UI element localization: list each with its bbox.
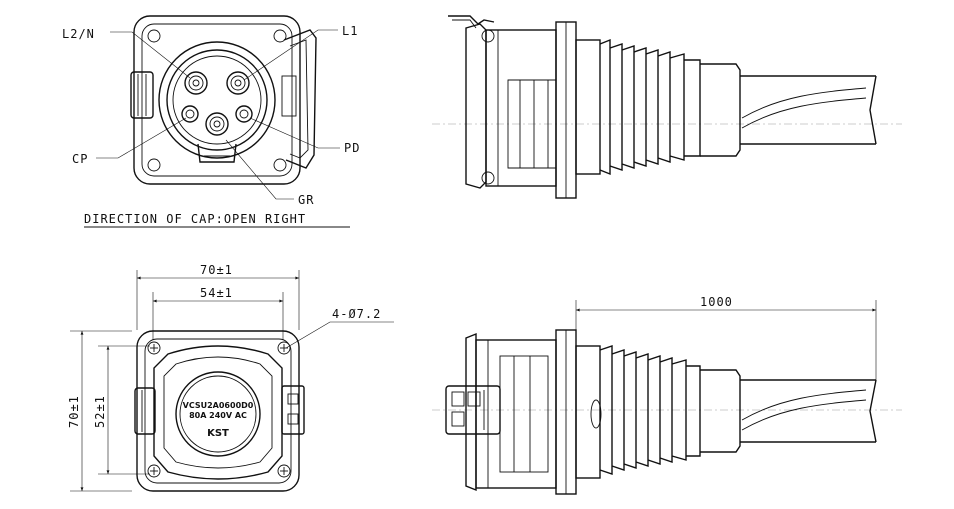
pin-gr — [205, 112, 229, 136]
pin-l2n — [184, 71, 208, 95]
label-cp: CP — [72, 152, 88, 166]
label-gr: GR — [298, 193, 314, 207]
dim-holes: 4-Ø7.2 — [332, 307, 381, 321]
cap-direction-caption: DIRECTION OF CAP:OPEN RIGHT — [84, 212, 306, 226]
pin-cp — [181, 105, 199, 123]
dim-height-inner: 52±1 — [93, 395, 107, 428]
side-view-top — [432, 15, 902, 199]
pin-l1 — [226, 71, 250, 95]
front-view: L2/N L1 CP PD GR DIRECTION OF CAP:OPEN R… — [62, 15, 360, 228]
label-l1: L1 — [342, 24, 358, 38]
pin-pd — [235, 105, 253, 123]
plate-model: VCSU2A0600D0 — [183, 401, 254, 410]
front-flange — [133, 15, 301, 185]
dim-width-inner: 54±1 — [200, 286, 233, 300]
dim-length: 1000 — [700, 295, 733, 309]
dim-width-outer: 70±1 — [200, 263, 233, 277]
dim-height-outer: 70±1 — [67, 395, 81, 428]
side-view-bottom: 1000 — [432, 295, 902, 495]
plate-rating: 80A 240V AC — [189, 411, 247, 420]
plate-brand: KST — [207, 428, 229, 439]
back-flange — [136, 330, 300, 492]
label-pd: PD — [344, 141, 360, 155]
dimension-view: 70±1 54±1 70±1 52±1 4-Ø7.2 VCSU — [67, 263, 394, 492]
label-l2n: L2/N — [62, 27, 95, 41]
